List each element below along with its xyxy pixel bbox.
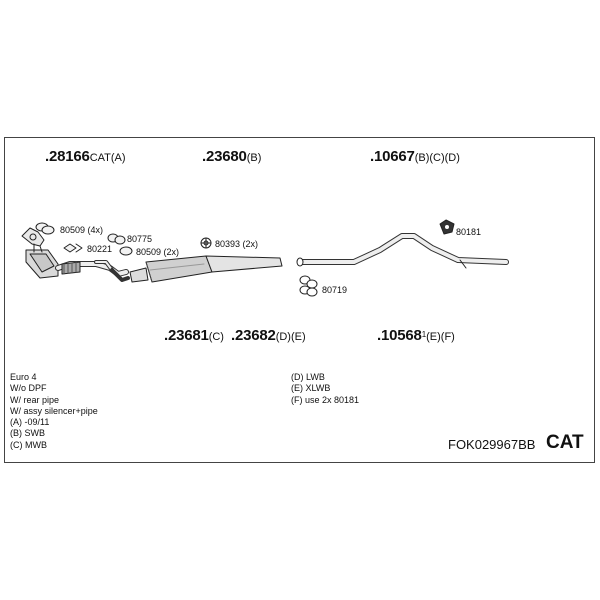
gasket-80509-4x-icon[interactable] [35, 222, 55, 235]
reference-code: FOK029967BB [448, 437, 536, 452]
part-number-value: .28166 [45, 148, 90, 165]
label-80509-2x: 80509 (2x) [136, 247, 180, 257]
label-80775: 80775 [127, 234, 153, 244]
part-number-value: .23680 [202, 148, 247, 165]
front-pipe-icon[interactable] [55, 260, 130, 282]
part-number-23682[interactable]: .23682(D)(E) [231, 327, 306, 344]
notes-right: (D) LWB (E) XLWB (F) use 2x 80181 [291, 372, 359, 406]
part-number-value: .23682 [231, 327, 276, 344]
part-number-value: .23681 [164, 327, 209, 344]
category-label: CAT [546, 432, 584, 453]
part-number-23681[interactable]: .23681(C) [164, 327, 224, 344]
catalytic-converter-icon[interactable] [21, 227, 59, 279]
note-line: Euro 4 [10, 372, 37, 382]
diagram-frame [4, 137, 595, 463]
note-line: (F) use 2x 80181 [291, 394, 360, 405]
rubber-mount-80719-icon[interactable] [299, 275, 318, 297]
label-80719: 80719 [322, 285, 348, 295]
rear-pipe-icon[interactable] [296, 233, 509, 269]
part-variant-suffix: (B) [246, 152, 262, 164]
note-line: (E) XLWB [291, 383, 331, 394]
part-number-28166[interactable]: .28166CAT(A) [45, 148, 126, 165]
note-line: (A) -09/11 [10, 417, 50, 428]
ring-80393-icon[interactable] [200, 237, 212, 249]
middle-silencer-icon[interactable] [129, 255, 283, 283]
gasket-80221-icon[interactable] [63, 243, 83, 253]
gasket-80509-2x-icon[interactable] [119, 246, 133, 256]
note-line: (C) MWB [10, 439, 47, 450]
part-number-23680[interactable]: .23680(B) [202, 148, 262, 165]
part-variant-suffix: (B)(C)(D) [414, 152, 460, 164]
part-number-10667[interactable]: .10667(B)(C)(D) [370, 148, 460, 165]
note-line: (B) SWB [10, 428, 45, 439]
part-variant-suffix: CAT(A) [89, 152, 126, 164]
clamp-80775-icon[interactable] [107, 233, 126, 245]
label-80393: 80393 (2x) [215, 239, 259, 249]
part-footnote-marker: 1 [421, 330, 427, 339]
note-line: W/o DPF [10, 383, 47, 394]
label-80509-4x: 80509 (4x) [60, 225, 104, 235]
note-line: W/ rear pipe [10, 394, 60, 405]
part-number-value: .10667 [370, 148, 415, 165]
label-80181: 80181 [456, 227, 482, 237]
part-number-10568[interactable]: .105681(E)(F) [377, 327, 455, 344]
part-variant-suffix: (D)(E) [275, 331, 306, 343]
label-80221: 80221 [87, 244, 113, 254]
part-number-value: .10568 [377, 327, 422, 344]
notes-left: Euro 4 W/o DPF W/ rear pipe W/ assy sile… [10, 372, 98, 451]
part-variant-suffix: (E)(F) [426, 331, 455, 343]
note-line: (D) LWB [291, 372, 325, 382]
note-line: W/ assy silencer+pipe [10, 405, 98, 416]
hanger-80181-icon[interactable] [439, 219, 455, 235]
part-variant-suffix: (C) [208, 331, 224, 343]
